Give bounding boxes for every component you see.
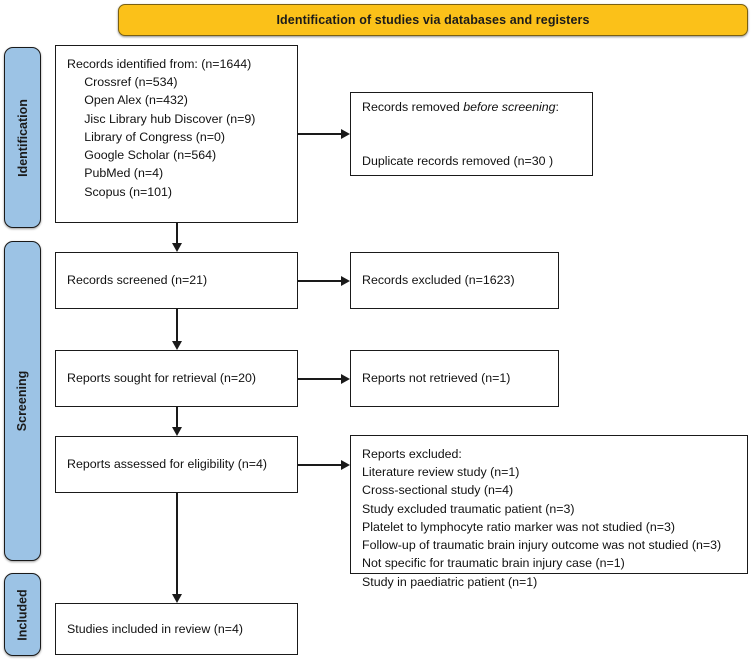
node-records-identified-text: Records identified from: (n=1644) Crossr… xyxy=(67,57,256,199)
edge-identified-to-removed-arrowhead xyxy=(341,129,350,139)
edge-screened-to-excluded xyxy=(298,280,342,282)
node-reports-sought: Reports sought for retrieval (n=20) xyxy=(55,350,298,407)
phase-label-screening: Screening xyxy=(15,370,30,432)
removed-suffix: : xyxy=(555,99,559,114)
node-reports-assessed: Reports assessed for eligibility (n=4) xyxy=(55,436,298,493)
removed-prefix: Records removed xyxy=(362,99,464,114)
phase-tab-included: Included xyxy=(4,573,41,656)
edge-identified-to-screened-arrowhead xyxy=(172,243,182,252)
edge-identified-to-removed xyxy=(298,133,342,135)
node-studies-included: Studies included in review (n=4) xyxy=(55,603,298,655)
node-reports-sought-text: Reports sought for retrieval (n=20) xyxy=(67,371,257,386)
header-banner: Identification of studies via databases … xyxy=(118,4,748,36)
removed-italic: before screening xyxy=(463,99,556,114)
node-records-removed-line2: Duplicate records removed (n=30 ) xyxy=(362,154,554,169)
node-reports-not-retrieved-text: Reports not retrieved (n=1) xyxy=(362,371,511,386)
edge-sought-to-assessed xyxy=(176,407,178,427)
node-records-screened-text: Records screened (n=21) xyxy=(67,273,208,288)
node-reports-not-retrieved: Reports not retrieved (n=1) xyxy=(350,350,559,407)
node-records-identified: Records identified from: (n=1644) Crossr… xyxy=(55,45,298,223)
node-reports-excluded-text: Reports excluded: Literature review stud… xyxy=(362,447,722,589)
edge-sought-to-not-retrieved-arrowhead xyxy=(341,374,350,384)
edge-assessed-to-included-arrowhead xyxy=(172,594,182,603)
edge-screened-to-sought-arrowhead xyxy=(172,341,182,350)
node-reports-excluded: Reports excluded: Literature review stud… xyxy=(350,435,748,589)
phase-label-included: Included xyxy=(15,588,30,641)
edge-sought-to-not-retrieved xyxy=(298,378,342,380)
edge-assessed-to-included xyxy=(176,493,178,594)
phase-tab-identification: Identification xyxy=(4,47,41,228)
edge-assessed-to-reports-excluded-arrowhead xyxy=(341,460,350,470)
phase-label-identification: Identification xyxy=(15,98,30,177)
edge-assessed-to-reports-excluded xyxy=(298,464,342,466)
edge-screened-to-excluded-arrowhead xyxy=(341,276,350,286)
edge-sought-to-assessed-arrowhead xyxy=(172,427,182,436)
node-reports-assessed-text: Reports assessed for eligibility (n=4) xyxy=(67,457,268,472)
node-records-screened: Records screened (n=21) xyxy=(55,252,298,309)
node-studies-included-text: Studies included in review (n=4) xyxy=(67,621,243,636)
edge-screened-to-sought xyxy=(176,309,178,341)
node-records-excluded: Records excluded (n=1623) xyxy=(350,252,559,309)
node-records-removed-line1: Records removed before screening: xyxy=(362,98,559,116)
node-records-removed-text: Records removed before screening: Duplic… xyxy=(362,61,559,207)
edge-identified-to-screened xyxy=(176,223,178,244)
phase-tab-screening: Screening xyxy=(4,241,41,561)
node-records-removed: Records removed before screening: Duplic… xyxy=(350,92,593,176)
banner-title: Identification of studies via databases … xyxy=(276,13,590,27)
node-records-excluded-text: Records excluded (n=1623) xyxy=(362,273,515,288)
